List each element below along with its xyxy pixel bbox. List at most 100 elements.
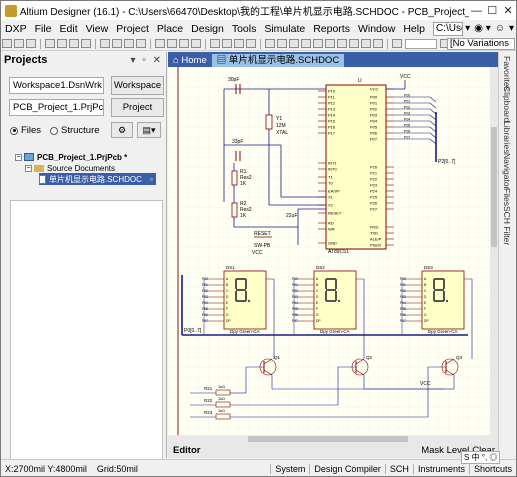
clear-filter-icon[interactable] — [191, 39, 201, 48]
horizontal-scroll-thumb[interactable] — [248, 436, 408, 442]
user-dropdown-icon[interactable]: ▾ — [508, 23, 514, 34]
sheet-symbol-icon[interactable] — [337, 39, 347, 48]
side-tab-sch-filter[interactable]: SCH Filter — [502, 206, 512, 246]
vertical-scroll-thumb[interactable] — [491, 127, 497, 247]
collapse-icon[interactable]: − — [25, 164, 32, 172]
new-icon[interactable] — [2, 39, 12, 48]
path-dropdown-icon[interactable]: ▾ — [465, 23, 471, 34]
undo-icon[interactable] — [210, 39, 220, 48]
status-sch-button[interactable]: SCH — [384, 463, 413, 474]
wire-icon[interactable] — [265, 39, 275, 48]
files-radio[interactable]: Files — [10, 125, 41, 136]
variations-dropdown[interactable]: [No Variations — [447, 38, 515, 50]
close-button[interactable]: ✕ — [503, 5, 513, 17]
project-menu-icon[interactable]: ▤▾ — [137, 122, 161, 138]
tree-document-item[interactable]: 单片机显示电路.SCHDOC ▫ — [39, 173, 156, 185]
side-tab-files[interactable]: Files — [502, 188, 512, 206]
tab-schematic[interactable]: ▤ 单片机显示电路.SCHDOC — [211, 54, 345, 67]
pencil-icon[interactable] — [392, 39, 402, 48]
display-pin-label: D — [424, 295, 427, 299]
menu-design[interactable]: Design — [191, 22, 224, 35]
status-instruments-button[interactable]: Instruments — [412, 463, 469, 474]
menu-simulate[interactable]: Simulate — [264, 22, 306, 35]
project-options-icon[interactable]: ⚙ — [111, 122, 133, 138]
base-resistor-body — [215, 389, 231, 396]
tab-home[interactable]: ⌂ Home — [168, 54, 212, 67]
side-tab-navigator[interactable]: Navigator — [502, 153, 512, 190]
redo-icon[interactable] — [222, 39, 232, 48]
print-icon[interactable] — [45, 39, 55, 48]
main-toolbar — [1, 37, 516, 51]
minimize-button[interactable]: — — [470, 4, 482, 17]
transistor-collector — [263, 358, 273, 365]
vcc-port-icon[interactable] — [313, 39, 323, 48]
menu-reports[interactable]: Reports — [313, 22, 350, 35]
menu-dxp[interactable]: DXP — [5, 22, 27, 35]
horizontal-scrollbar[interactable] — [168, 435, 498, 443]
move-icon[interactable] — [167, 39, 177, 48]
status-system-button[interactable]: System — [270, 463, 309, 474]
toolbar-combo[interactable] — [405, 38, 437, 49]
menu-view[interactable]: View — [85, 22, 109, 35]
deselect-icon[interactable] — [179, 39, 189, 48]
panel-control-icons[interactable]: ▾ ▫ ✕ — [130, 54, 163, 66]
mcu-pin-label: RESET — [328, 211, 342, 216]
maximize-button[interactable]: ☐ — [487, 5, 498, 17]
menu-place[interactable]: Place — [156, 22, 184, 35]
tree-project-item[interactable]: − PCB_Project_1.PrjPcb * — [15, 151, 127, 163]
mcu-body[interactable] — [325, 84, 387, 250]
side-tab-libraries[interactable]: Libraries — [502, 121, 512, 154]
part-icon[interactable] — [325, 39, 335, 48]
cross-probe-icon[interactable] — [246, 39, 256, 48]
hierarchy-icon[interactable] — [234, 39, 244, 48]
status-shortcuts-button[interactable]: Shortcuts — [468, 463, 516, 474]
zoom-icon[interactable] — [57, 39, 67, 48]
status-design-compiler-button[interactable]: Design Compiler — [309, 463, 385, 474]
mask-level-button[interactable]: Mask Level — [421, 445, 470, 456]
side-tab-favorites[interactable]: Favorites — [502, 56, 512, 91]
cut-icon[interactable] — [100, 39, 110, 48]
copy-icon[interactable] — [112, 39, 122, 48]
collapse-icon[interactable]: − — [15, 153, 22, 161]
path-field[interactable]: C:\Users\66470\Desktop — [432, 21, 464, 36]
menu-window[interactable]: Window — [357, 22, 396, 35]
rubber-stamp-icon[interactable] — [136, 39, 146, 48]
gnd-port-icon[interactable] — [301, 39, 311, 48]
menu-project[interactable]: Project — [116, 22, 149, 35]
paste-icon[interactable] — [124, 39, 134, 48]
menu-help[interactable]: Help — [403, 22, 425, 35]
sheet-entry-icon[interactable] — [349, 39, 359, 48]
workspace-button[interactable]: Workspace — [111, 76, 164, 95]
navigate-icon[interactable]: ◉ ▾ — [474, 23, 491, 34]
vertical-scrollbar[interactable] — [490, 67, 498, 435]
zoom-fit-icon[interactable] — [69, 39, 79, 48]
project-button[interactable]: Project — [111, 98, 164, 117]
r2-body[interactable] — [231, 202, 238, 218]
project-field[interactable]: PCB_Project_1.PrjPcb — [9, 99, 104, 116]
bus-icon[interactable] — [277, 39, 287, 48]
ime-indicator[interactable]: S 中 °, ◎ — [461, 451, 501, 464]
no-erc-icon[interactable] — [373, 39, 383, 48]
r1-body[interactable] — [231, 170, 238, 186]
port-icon[interactable] — [361, 39, 371, 48]
net-label-icon[interactable] — [289, 39, 299, 48]
tree-folder-item[interactable]: − Source Documents — [25, 162, 115, 174]
menu-edit[interactable]: Edit — [59, 22, 78, 35]
zoom-area-icon[interactable] — [81, 39, 91, 48]
clear-button[interactable]: Clear — [472, 445, 498, 456]
user-icon[interactable]: ☺ — [494, 23, 505, 34]
menu-file[interactable]: File — [34, 22, 52, 35]
open-icon[interactable] — [14, 39, 24, 48]
menu-tools[interactable]: Tools — [231, 22, 257, 35]
structure-radio[interactable]: Structure — [50, 125, 100, 136]
select-area-icon[interactable] — [155, 39, 165, 48]
save-icon[interactable] — [26, 39, 36, 48]
side-tab-clipboard[interactable]: Clipboard — [502, 86, 512, 123]
workspace-field[interactable]: Workspace1.DsnWrk — [9, 77, 104, 94]
